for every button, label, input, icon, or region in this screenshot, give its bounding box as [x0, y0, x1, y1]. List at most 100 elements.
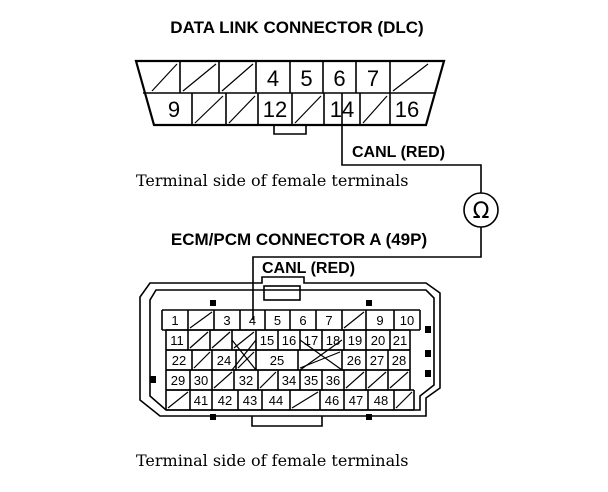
- wire-label-dlc: CANL (RED): [352, 144, 445, 161]
- ecm-pin: [259, 371, 277, 389]
- ecm-pin: [189, 331, 209, 349]
- ecm-pin: 30: [194, 373, 208, 388]
- dlc-pin-label: 12: [263, 97, 287, 122]
- dlc-pin-label: 16: [395, 97, 419, 122]
- ecm-pin-label: 34: [282, 373, 296, 388]
- ecm-pin-label: 19: [348, 333, 362, 348]
- ecm-pin: 15: [260, 333, 274, 348]
- ecm-pin: 48: [374, 393, 388, 408]
- ecm-pin-label: 41: [194, 393, 208, 408]
- ecm-pin: 26: [347, 353, 361, 368]
- ecm-pin: 41: [194, 393, 208, 408]
- ecm-pin-label: 15: [260, 333, 274, 348]
- ecm-pin-label: 3: [223, 313, 230, 328]
- ecm-pin: 20: [371, 333, 385, 348]
- ecm-pin-label: 22: [172, 353, 186, 368]
- dlc-pin: 6: [333, 66, 345, 91]
- dlc-pin: [151, 63, 178, 92]
- ecm-pin-label: 24: [217, 353, 231, 368]
- ecm-pin: [367, 371, 387, 389]
- ecm-pin-label: 44: [269, 393, 283, 408]
- dlc-pin: [294, 95, 322, 124]
- ecm-pin-label: 30: [194, 373, 208, 388]
- dlc-pin-label: 5: [300, 66, 312, 91]
- ecm-pin: 47: [349, 393, 363, 408]
- ecm-pin-label: 28: [392, 353, 406, 368]
- ecm-pin: 5: [274, 313, 281, 328]
- ecm-pin: [193, 351, 211, 369]
- ecm-caption: Terminal side of female terminals: [136, 451, 408, 470]
- ecm-pin: 27: [370, 353, 384, 368]
- ecm-pin: 3: [223, 313, 230, 328]
- ecm-pin: 35: [304, 373, 318, 388]
- ecm-pin-label: 20: [371, 333, 385, 348]
- ecm-pin: 44: [269, 393, 283, 408]
- ecm-pin: 43: [243, 393, 257, 408]
- ecm-pin: 22: [172, 353, 186, 368]
- dlc-pin: [228, 95, 256, 124]
- ecm-pin-label: 21: [393, 333, 407, 348]
- ecm-pin: 7: [325, 313, 332, 328]
- dlc-pin: 4: [267, 66, 279, 91]
- ecm-pin-label: 6: [299, 313, 306, 328]
- ecm-pin: 4: [249, 313, 256, 328]
- ecm-pin-label: 46: [325, 393, 339, 408]
- ecm-pin-label: 43: [243, 393, 257, 408]
- ecm-pin: 11: [170, 333, 184, 348]
- ecm-pin-label: 27: [370, 353, 384, 368]
- ecm-pin-label: 32: [239, 373, 253, 388]
- ecm-pin-label: 1: [171, 313, 178, 328]
- dlc-title: DATA LINK CONNECTOR (DLC): [170, 18, 423, 37]
- ecm-pin-label: 17: [304, 333, 318, 348]
- ecm-pin: 36: [326, 373, 340, 388]
- ecm-pin: [343, 311, 365, 329]
- ecm-pin: 46: [325, 393, 339, 408]
- ecm-pin: 25: [270, 353, 284, 368]
- wire-label-ecm: CANL (RED): [262, 260, 355, 277]
- ohm-icon: Ω: [473, 199, 490, 224]
- ecm-pin-label: 9: [376, 313, 383, 328]
- dlc-pin: [194, 95, 224, 124]
- ecm-pin: 28: [392, 353, 406, 368]
- ecm-pin: 1: [171, 313, 178, 328]
- ecm-pin: [237, 351, 255, 369]
- dlc-caption: Terminal side of female terminals: [136, 171, 408, 190]
- ecm-pin-label: 11: [170, 333, 184, 348]
- ecm-pin: 29: [171, 373, 185, 388]
- dlc-pin: [182, 63, 217, 92]
- dlc-pin: 7: [367, 66, 379, 91]
- dlc-pin: [362, 95, 388, 124]
- canl-wire-dlc: [341, 93, 482, 193]
- dlc-pin-label: 7: [367, 66, 379, 91]
- canl-wire-ecm: [252, 227, 482, 320]
- ecm-pin-label: 35: [304, 373, 318, 388]
- ecm-pin-label: 4: [249, 313, 256, 328]
- dlc-pin: 12: [263, 97, 287, 122]
- ecm-pin: 42: [218, 393, 232, 408]
- ecm-pin-label: 47: [349, 393, 363, 408]
- ecm-pin-label: 26: [347, 353, 361, 368]
- blank-slot: [299, 339, 343, 371]
- ohmmeter-symbol: Ω: [463, 192, 499, 228]
- ecm-pin-label: 42: [218, 393, 232, 408]
- ecm-pin: [213, 371, 233, 389]
- ecm-pin: 6: [299, 313, 306, 328]
- dlc-pin: 5: [300, 66, 312, 91]
- ecm-pin-label: 16: [282, 333, 296, 348]
- dlc-pin-label: 9: [168, 97, 180, 122]
- dlc-pin-label: 6: [333, 66, 345, 91]
- ecm-pin: [189, 311, 213, 329]
- ecm-pin: [291, 391, 319, 409]
- dlc-pin: 16: [395, 97, 419, 122]
- dlc-pin-label: 4: [267, 66, 279, 91]
- ecm-title: ECM/PCM CONNECTOR A (49P): [171, 230, 427, 249]
- dlc-pin: 9: [168, 97, 180, 122]
- ecm-pin: 24: [217, 353, 231, 368]
- ecm-pin: 10: [400, 313, 414, 328]
- ecm-pin-label: 48: [374, 393, 388, 408]
- ecm-pin: 34: [282, 373, 296, 388]
- ecm-pin: [345, 371, 365, 389]
- blank-slot: [231, 339, 257, 371]
